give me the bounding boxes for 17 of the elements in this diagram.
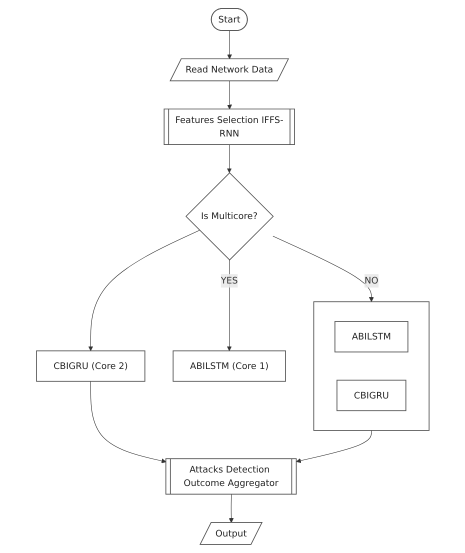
- arrow: [90, 381, 166, 464]
- arrow: [226, 144, 232, 174]
- arrow: [226, 260, 232, 352]
- node-diamond: Is Multicore?: [185, 172, 274, 261]
- cluster: [313, 301, 430, 431]
- node-box: ABILSTM (Core 1): [172, 350, 286, 382]
- arrow: [226, 80, 232, 110]
- edge-label: NO: [364, 275, 378, 286]
- node-box: CBIGRU: [336, 380, 406, 412]
- edge-label: YES: [220, 275, 238, 286]
- arrow: [228, 494, 234, 523]
- node-box: CBIGRU (Core 2): [36, 350, 145, 382]
- arrow: [226, 30, 232, 60]
- arrow: [272, 236, 374, 302]
- arrow: [88, 230, 200, 352]
- arrow: [296, 430, 372, 464]
- node-box: ABILSTM: [334, 321, 408, 352]
